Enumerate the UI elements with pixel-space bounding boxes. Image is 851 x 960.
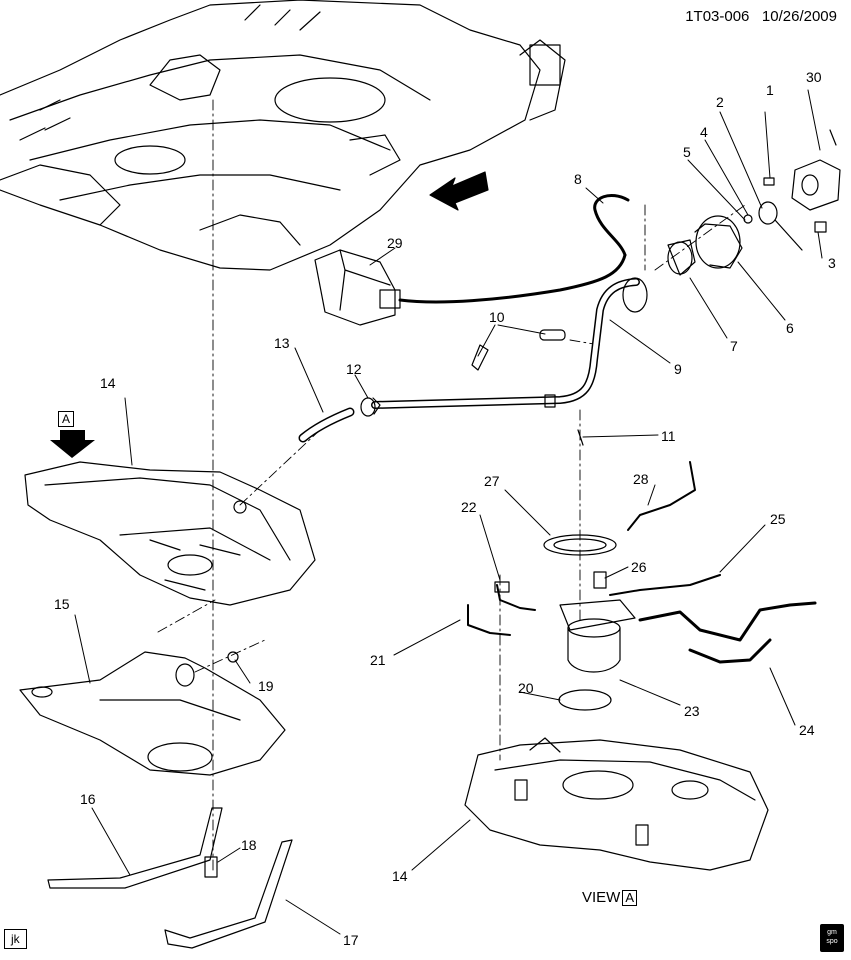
logo-line-2: spo — [826, 938, 838, 945]
callout-16: 16 — [80, 791, 96, 807]
logo-line-1: gm — [827, 929, 837, 936]
fuel-tank-view-a — [464, 737, 769, 871]
callout-2: 2 — [716, 94, 724, 110]
tank-straps — [47, 807, 293, 949]
callout-4: 4 — [700, 124, 708, 140]
diagram-header: 1T03-006 10/26/2009 — [685, 8, 837, 25]
callout-26: 26 — [631, 559, 647, 575]
callout-18: 18 — [241, 837, 257, 853]
fuel-pump-module — [543, 534, 636, 711]
fuel-tank-shield — [19, 651, 286, 776]
callout-10: 10 — [489, 309, 505, 325]
callout-11: 11 — [661, 428, 676, 444]
callout-15: 15 — [54, 596, 70, 612]
callout-21: 21 — [370, 652, 386, 668]
small-hardware — [743, 129, 841, 251]
callout-8: 8 — [574, 171, 582, 187]
callout-29: 29 — [387, 235, 403, 251]
callout-19: 19 — [258, 678, 274, 694]
callout-3: 3 — [828, 255, 836, 271]
front-arrow — [429, 171, 489, 211]
callout-1: 1 — [766, 82, 774, 98]
gmspo-logo: gm spo — [820, 924, 844, 952]
callout-14-top: 14 — [100, 375, 116, 391]
fuel-door-housing — [667, 215, 743, 276]
callout-28: 28 — [633, 471, 649, 487]
callout-13: 13 — [274, 335, 290, 351]
callout-5: 5 — [683, 144, 691, 160]
callout-20: 20 — [518, 680, 534, 696]
callout-27: 27 — [484, 473, 500, 489]
filler-pipe — [371, 277, 648, 409]
callout-24: 24 — [799, 722, 815, 738]
footer-tag: jk — [4, 929, 27, 949]
diagram-date: 10/26/2009 — [761, 8, 837, 25]
callout-22: 22 — [461, 499, 477, 515]
callout-12: 12 — [346, 361, 362, 377]
callout-23: 23 — [684, 703, 700, 719]
fuel-tank-top — [24, 461, 316, 606]
callout-9: 9 — [674, 361, 682, 377]
callout-6: 6 — [786, 320, 794, 336]
callout-7: 7 — [730, 338, 738, 354]
view-text: VIEW — [582, 889, 621, 906]
vehicle-underbody — [0, 0, 566, 271]
evap-canister — [314, 249, 401, 326]
callout-30: 30 — [806, 69, 822, 85]
callout-14-view: 14 — [392, 868, 408, 884]
callout-17: 17 — [343, 932, 359, 948]
callout-25: 25 — [770, 511, 786, 527]
diagram-code: 1T03-006 — [685, 8, 750, 25]
view-key: A — [622, 890, 638, 906]
section-key-a: A — [58, 411, 75, 427]
